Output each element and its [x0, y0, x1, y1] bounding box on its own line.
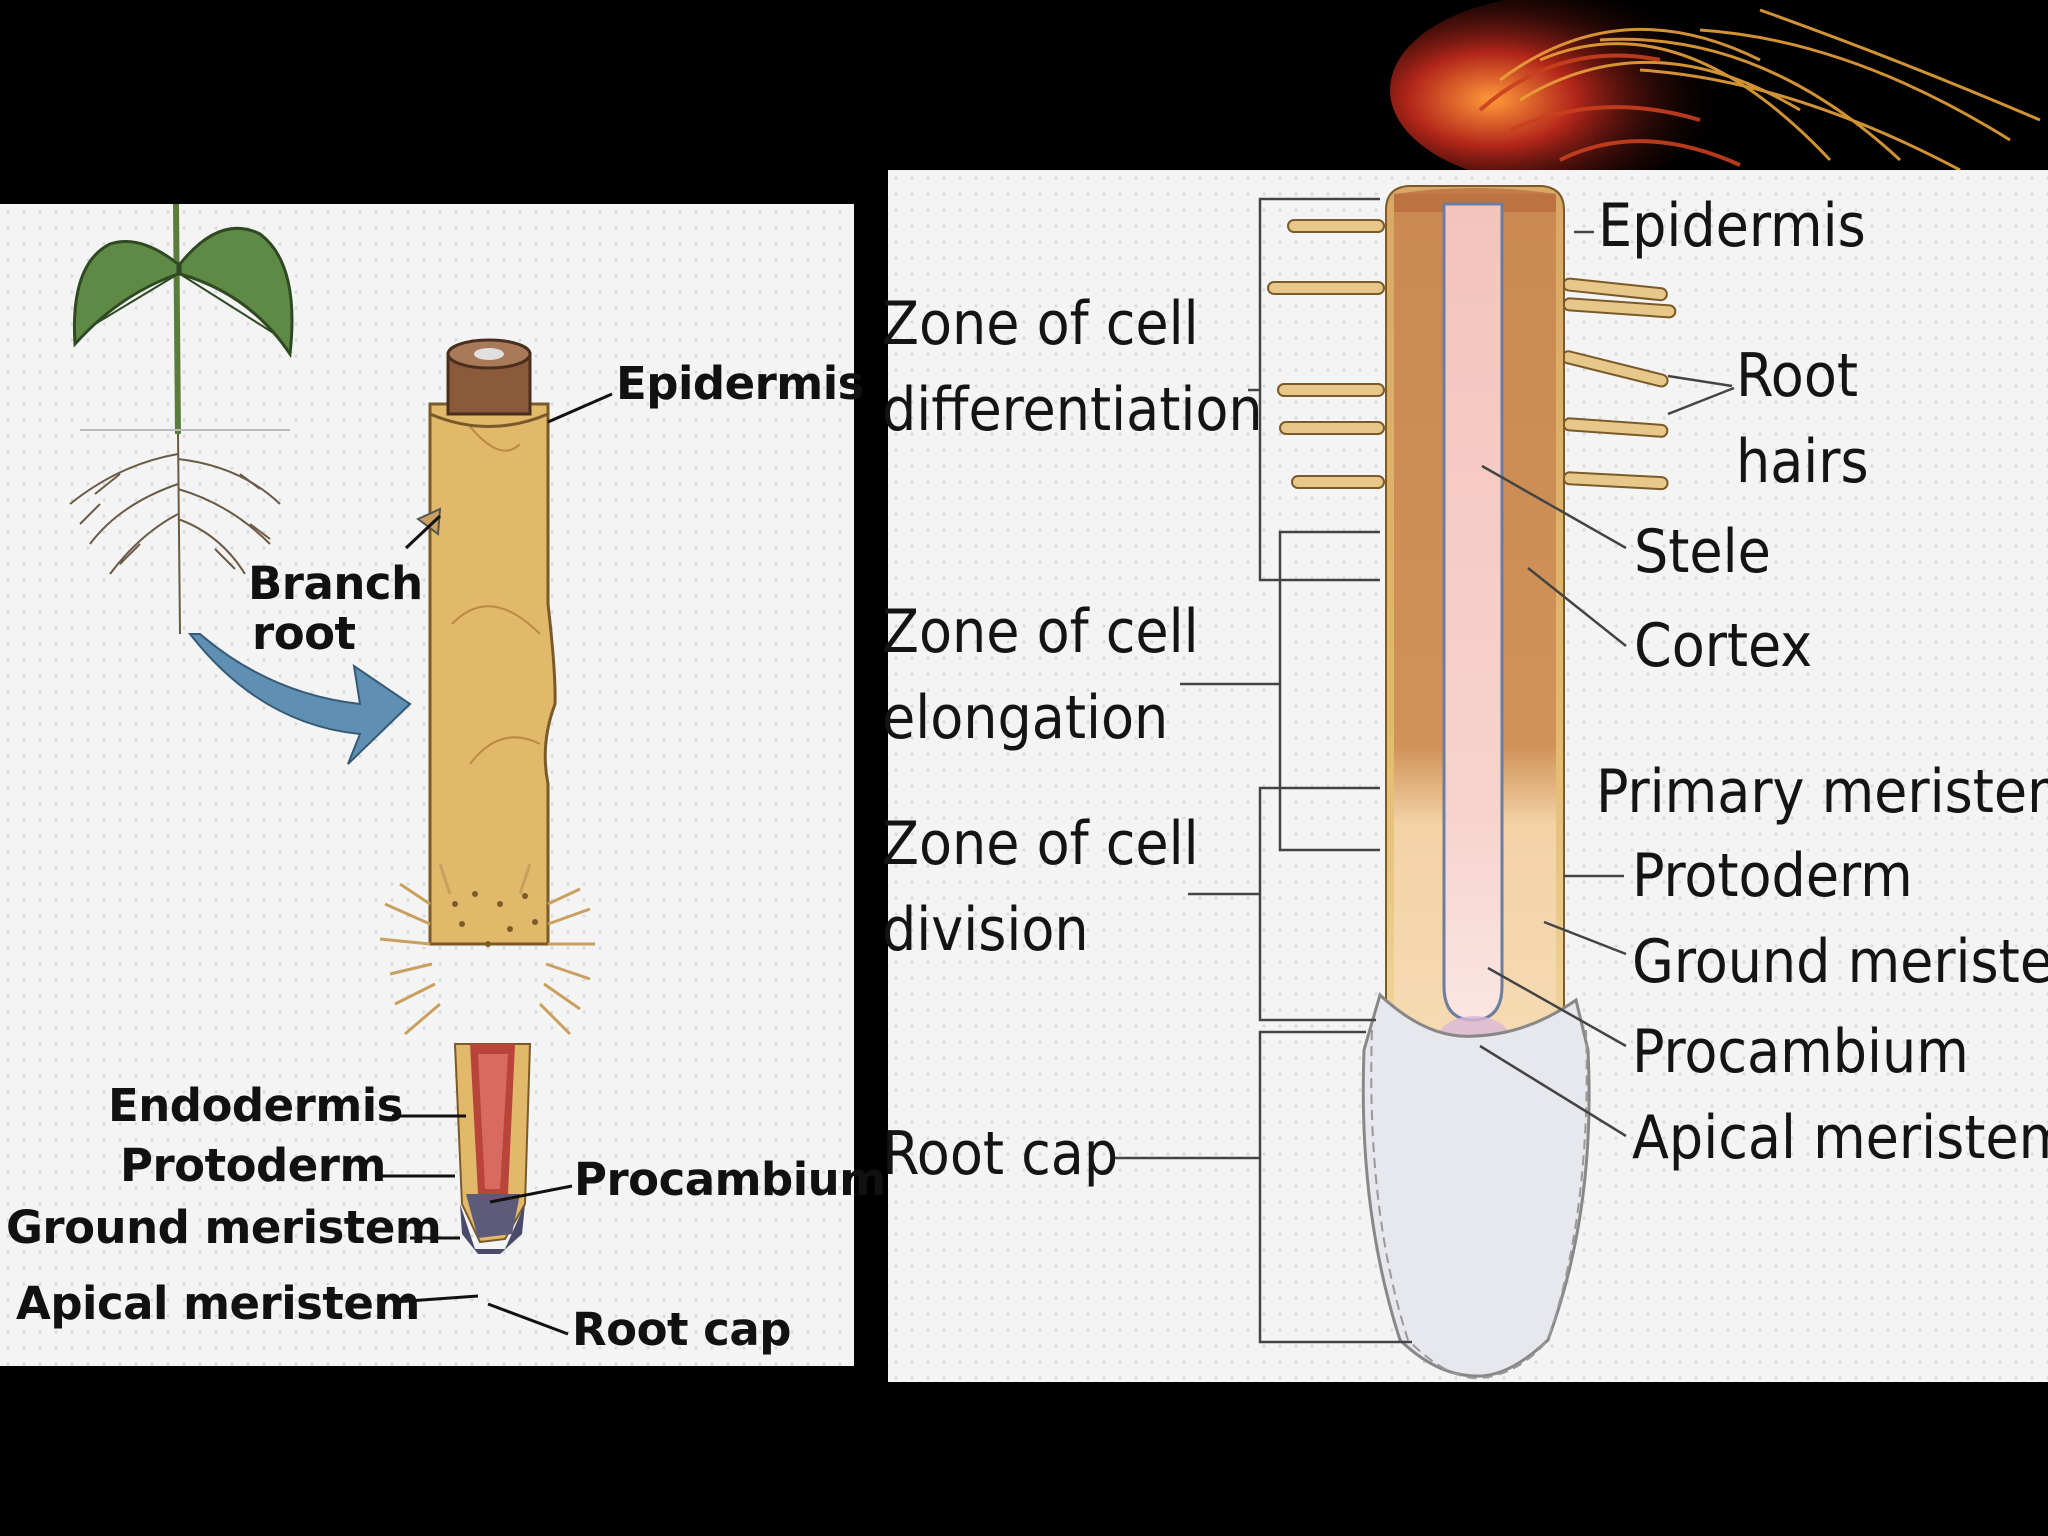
label-branch-root-2: root — [252, 607, 356, 660]
label-cortex: Cortex — [1634, 611, 1813, 681]
label-stele: Stele — [1634, 517, 1771, 587]
label-endodermis: Endodermis — [108, 1079, 403, 1132]
zone-differentiation-2: differentiation — [882, 375, 1263, 445]
label-apical-meristem: Apical meristem — [1632, 1103, 2048, 1173]
label-primary-meristems: Primary meristems: — [1596, 757, 2048, 827]
root-illustration — [69, 203, 613, 1336]
zone-division-1: Zone of cell — [882, 809, 1199, 879]
zone-elongation-1: Zone of cell — [882, 597, 1199, 667]
label-root-cap: Root cap — [572, 1303, 791, 1356]
root-section-illustration — [1114, 185, 1735, 1380]
root-body — [1361, 185, 1591, 1380]
zone-elongation-2: elongation — [882, 683, 1169, 753]
label-epidermis: Epidermis — [616, 357, 864, 410]
label-ground-meristem: Ground meristem — [1632, 927, 2048, 997]
zone-root-cap: Root cap — [882, 1119, 1119, 1189]
zone-division-2: division — [882, 895, 1089, 965]
root-hairs — [1267, 219, 1677, 491]
label-procambium: Procambium — [1632, 1017, 1969, 1087]
label-apical-meristem: Apical meristem — [16, 1277, 420, 1330]
zone-brackets — [1114, 197, 1412, 1344]
leader-lines — [1479, 230, 1735, 1138]
seedling-icon — [69, 203, 412, 765]
left-root-diagram: Epidermis Branch root Endodermis Protode… — [0, 203, 886, 1366]
label-branch-root-1: Branch — [248, 557, 423, 610]
label-protoderm: Protoderm — [120, 1139, 386, 1192]
label-protoderm: Protoderm — [1632, 841, 1913, 911]
label-root-hairs-2: hairs — [1736, 427, 1869, 497]
label-epidermis: Epidermis — [1598, 191, 1866, 261]
label-ground-meristem: Ground meristem — [6, 1201, 442, 1254]
label-root-hairs-1: Root — [1736, 341, 1858, 411]
right-root-diagram: Zone of cell differentiation Zone of cel… — [882, 170, 2048, 1382]
leader-lines — [378, 392, 613, 1336]
label-procambium: Procambium — [574, 1153, 886, 1206]
root-body — [379, 338, 595, 1254]
zone-differentiation-1: Zone of cell — [882, 289, 1199, 359]
